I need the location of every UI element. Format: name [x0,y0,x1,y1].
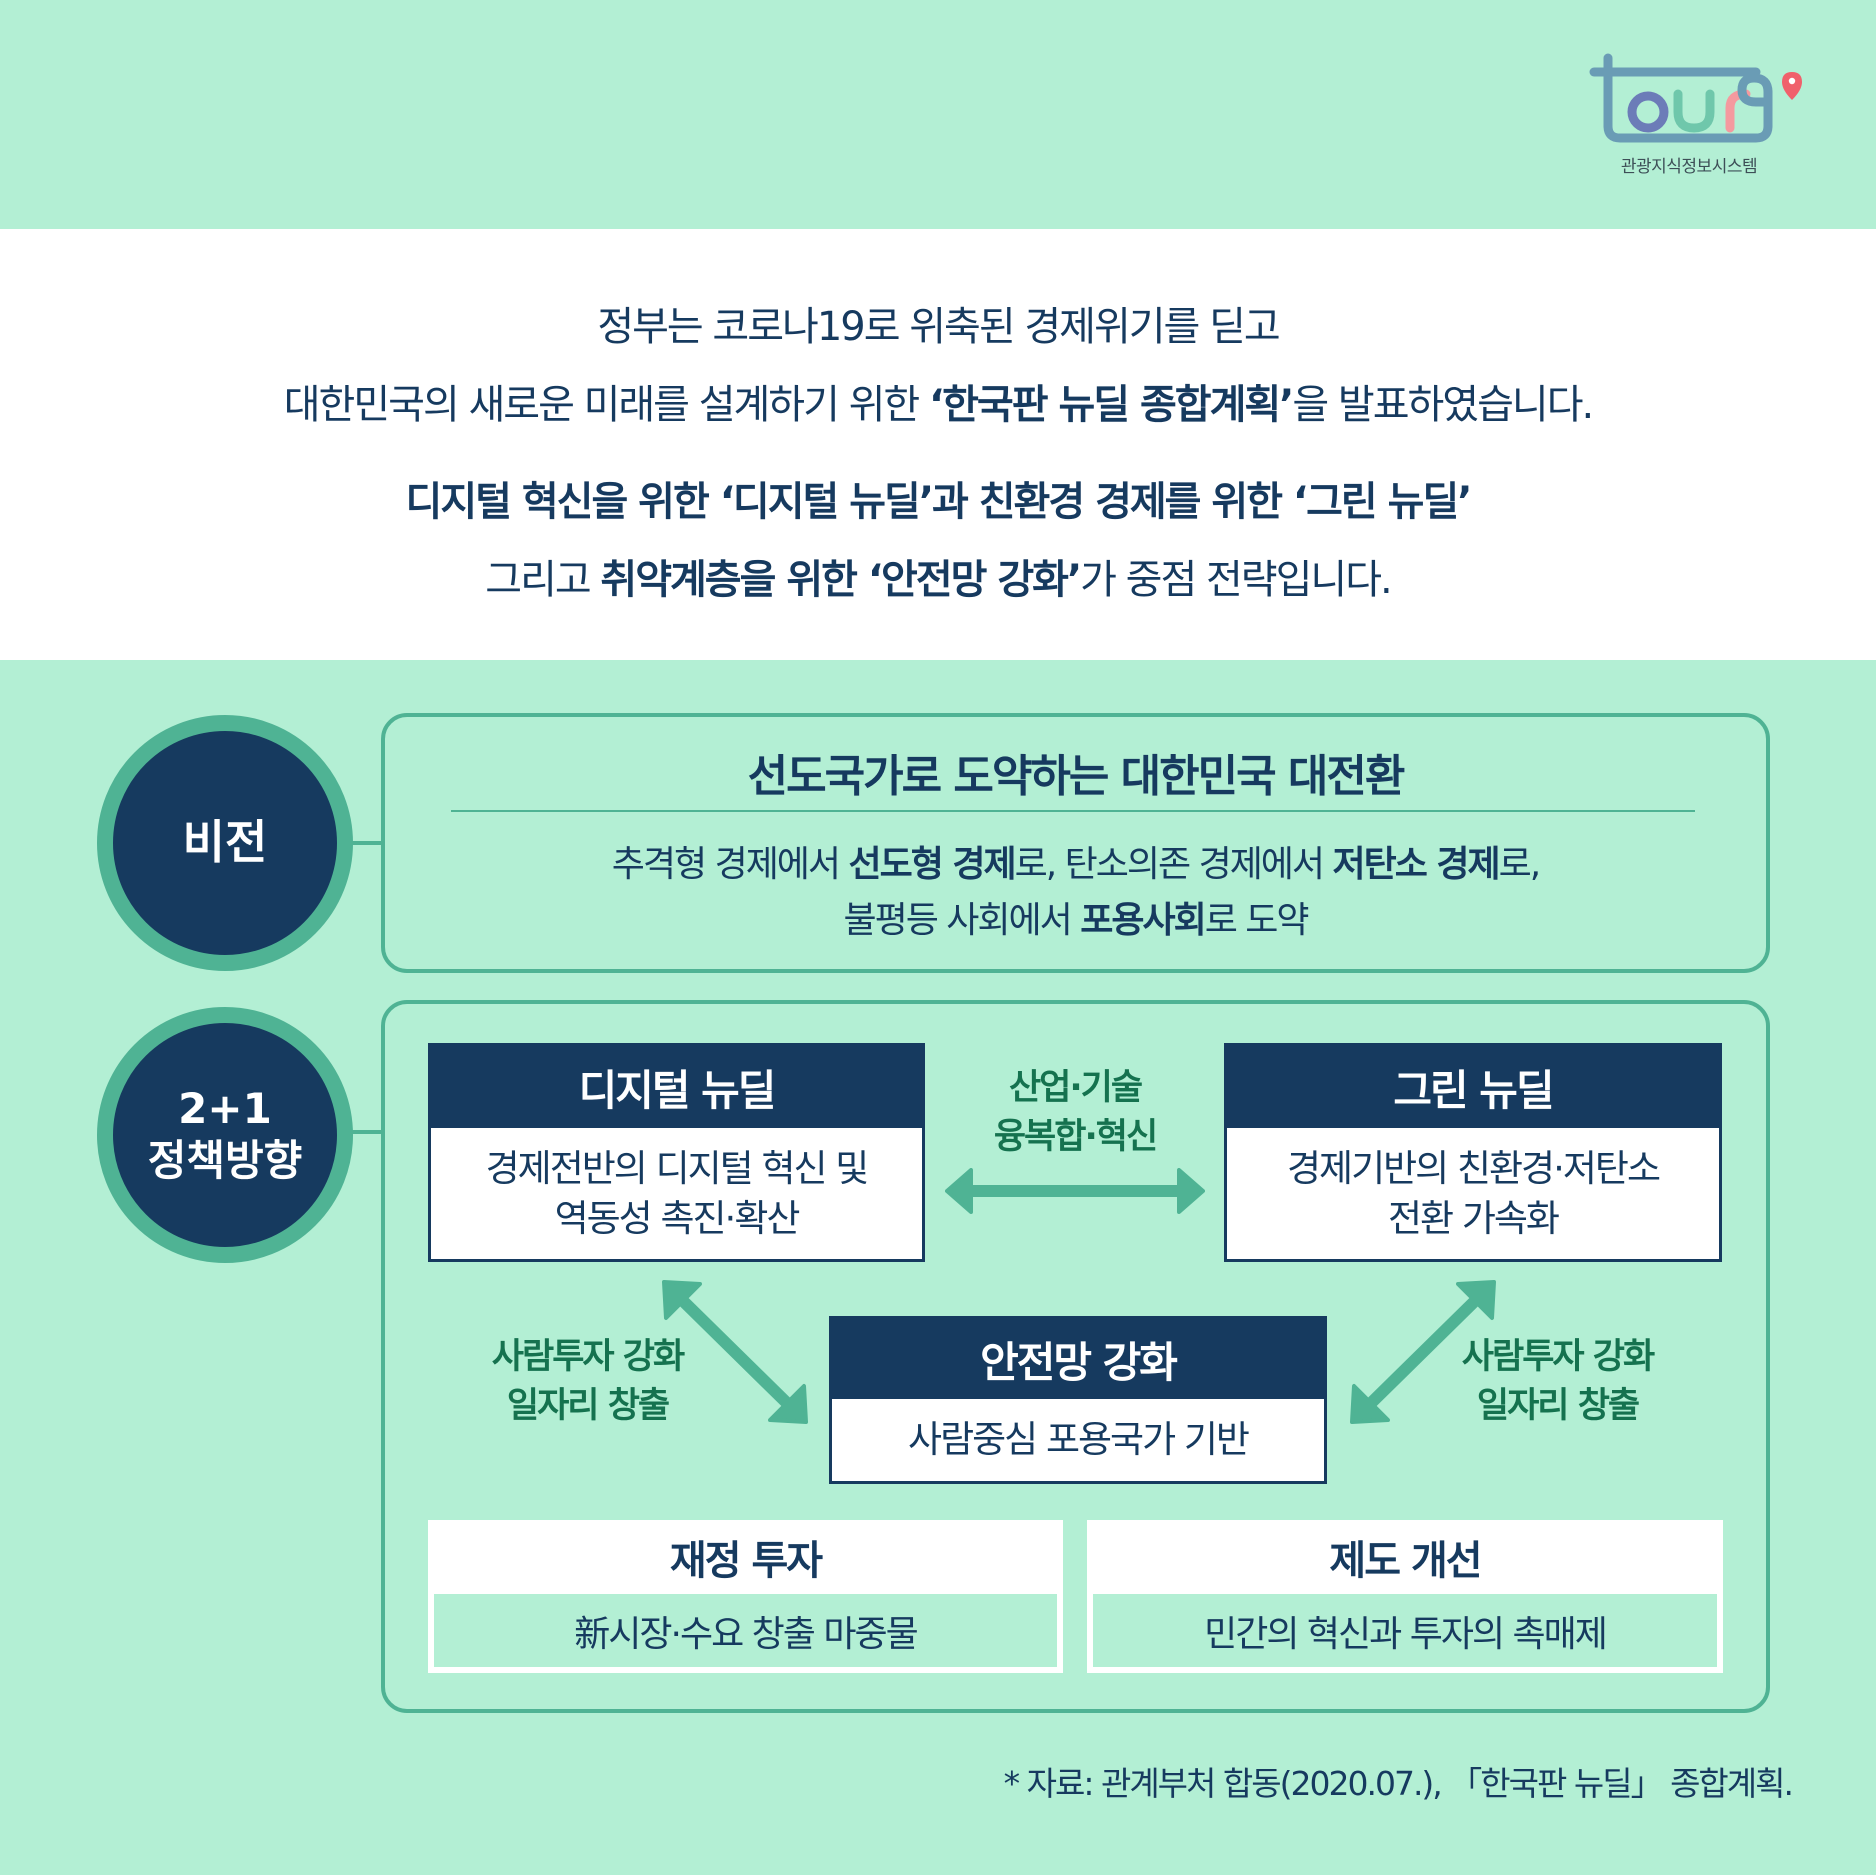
vision-divider [451,810,1695,812]
vision-desc-bold: 저탄소 경제 [1332,844,1501,885]
vision-panel [381,713,1770,973]
policy-circle: 2+1 정책방향 [97,1007,353,1263]
safety-net-desc: 사람중심 포용국가 기반 [832,1399,1324,1481]
vision-desc-line-2: 불평등 사회에서 포용사회로 도약 [381,891,1770,943]
green-new-deal-box: 그린 뉴딜 경제기반의 친환경·저탄소 전환 가속화 [1224,1043,1722,1262]
fiscal-investment-title: 재정 투자 [669,1538,823,1584]
fiscal-investment-desc: 新시장·수요 창출 마중물 [434,1594,1057,1667]
vision-desc-bold: 포용사회 [1080,900,1206,941]
vision-connector [350,841,383,845]
link-label-top-line-2: 융복합·혁신 [993,1117,1158,1157]
fiscal-investment-box: 재정 투자 新시장·수요 창출 마중물 [428,1520,1063,1673]
digital-desc-line-2: 역동성 촉진·확산 [554,1196,801,1240]
link-label-left: 사람투자 강화 일자리 창출 [455,1333,720,1431]
safety-desc-line-1: 사람중심 포용국가 기반 [908,1418,1250,1462]
green-desc-line-2: 전환 가속화 [1388,1196,1560,1240]
intro-section: 정부는 코로나19로 위축된 경제위기를 딛고 대한민국의 새로운 미래를 설계… [0,229,1876,660]
safety-net-box: 안전망 강화 사람중심 포용국가 기반 [829,1316,1327,1484]
digital-new-deal-box: 디지털 뉴딜 경제전반의 디지털 혁신 및 역동성 촉진·확산 [428,1043,925,1262]
link-label-right-line-1: 사람투자 강화 [1461,1337,1655,1377]
intro-line-1: 정부는 코로나19로 위축된 경제위기를 딛고 [597,304,1280,350]
green-new-deal-desc: 경제기반의 친환경·저탄소 전환 가속화 [1227,1128,1719,1259]
institution-improvement-desc: 민간의 혁신과 투자의 촉매제 [1093,1594,1717,1667]
link-label-right-line-2: 일자리 창출 [1476,1386,1640,1426]
vision-desc-line-1: 추격형 경제에서 선도형 경제로, 탄소의존 경제에서 저탄소 경제로, [381,835,1770,887]
digital-new-deal-desc: 경제전반의 디지털 혁신 및 역동성 촉진·확산 [431,1128,922,1259]
policy-label-line-1: 2+1 [178,1083,272,1133]
vision-title: 선도국가로 도약하는 대한민국 대전환 [747,751,1406,802]
policy-panel [381,1000,1770,1713]
institution-improvement-title: 제도 개선 [1329,1538,1482,1584]
intro-line-4-text: 그리고 [485,557,601,603]
intro-line-3: 디지털 혁신을 위한 ‘디지털 뉴딜’과 친환경 경제를 위한 ‘그린 뉴딜’ [405,479,1473,525]
tour9-logo-icon [1589,53,1802,143]
vision-desc-text: 로, 탄소의존 경제에서 [1014,844,1333,885]
digital-desc-line-1: 경제전반의 디지털 혁신 및 [485,1146,870,1190]
vision-desc-text: 불평등 사회에서 [843,900,1081,941]
intro-line-4: 그리고 취약계층을 위한 ‘안전망 강화’가 중점 전략입니다. [0,547,1876,605]
vision-label: 비전 [182,815,268,870]
source-footnote: * 자료: 관계부처 합동(2020.07.), 「한국판 뉴딜」 종합계획. [1003,1764,1794,1803]
intro-line-2-text: 대한민국의 새로운 미래를 설계하기 위한 [283,382,929,428]
double-arrow-diagonal-left-icon [662,1280,808,1424]
vision-desc-bold: 선도형 경제 [848,844,1017,885]
green-desc-line-1: 경제기반의 친환경·저탄소 [1287,1146,1661,1190]
link-label-top-line-1: 산업·기술 [1008,1068,1143,1108]
link-label-top: 산업·기술 융복합·혁신 [945,1064,1205,1162]
intro-line-2: 대한민국의 새로운 미래를 설계하기 위한 ‘한국판 뉴딜 종합계획’을 발표하… [0,372,1876,430]
top-band [0,0,1876,229]
double-arrow-diagonal-right-icon [1350,1280,1496,1424]
digital-new-deal-title: 디지털 뉴딜 [431,1046,922,1128]
vision-circle: 비전 [97,715,353,971]
link-label-right: 사람투자 강화 일자리 창출 [1425,1333,1690,1431]
vision-desc-text: 로, [1498,844,1542,885]
double-arrow-horizontal-icon [945,1168,1205,1214]
logo-subtitle: 관광지식정보시스템 [1620,157,1758,177]
location-pin-icon [1782,72,1802,100]
policy-connector [350,1130,383,1134]
link-label-left-line-1: 사람투자 강화 [491,1337,685,1377]
institution-improvement-box: 제도 개선 민간의 혁신과 투자의 촉매제 [1087,1520,1723,1673]
safety-net-title: 안전망 강화 [832,1319,1324,1399]
vision-desc-text: 추격형 경제에서 [611,844,849,885]
tour9-logo [1586,52,1806,180]
vision-desc-text: 로 도약 [1204,900,1310,941]
intro-line-4-highlight: 취약계층을 위한 ‘안전망 강화’ [600,557,1082,603]
intro-line-2-highlight: ‘한국판 뉴딜 종합계획’ [928,382,1294,428]
policy-label-line-2: 정책방향 [147,1136,303,1185]
intro-line-2-text-end: 을 발표하였습니다. [1292,382,1594,428]
green-new-deal-title: 그린 뉴딜 [1227,1046,1719,1128]
intro-line-4-text-end: 가 중점 전략입니다. [1080,557,1393,603]
link-label-left-line-2: 일자리 창출 [506,1386,670,1426]
